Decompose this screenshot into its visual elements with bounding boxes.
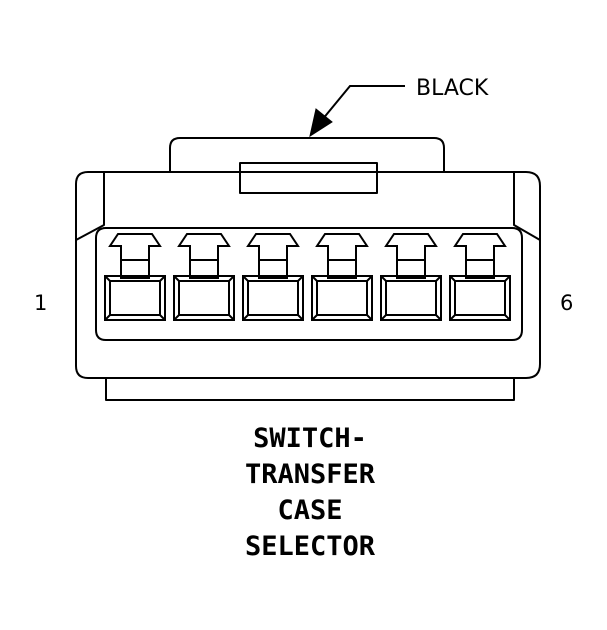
pin-terminal-2 bbox=[177, 233, 231, 279]
pin-cavity-1 bbox=[104, 275, 166, 321]
pin-terminal-6 bbox=[453, 233, 507, 279]
housing-ear-right bbox=[513, 172, 541, 241]
pin-cavity-inner-1 bbox=[109, 280, 161, 316]
pin-terminal-1 bbox=[108, 233, 162, 279]
pin-cavity-bevel-3 bbox=[242, 275, 304, 321]
connector-outline bbox=[75, 137, 541, 401]
title-line-1: SWITCH- bbox=[253, 423, 367, 454]
pin-cavity-2 bbox=[173, 275, 235, 321]
pin-terminal-5 bbox=[384, 233, 438, 279]
pin-label-first: 1 bbox=[34, 291, 47, 315]
pin-cavity-6 bbox=[449, 275, 511, 321]
pin-cavity-inner-3 bbox=[247, 280, 299, 316]
housing-ear-left bbox=[75, 172, 105, 241]
pin-cavities bbox=[104, 233, 511, 321]
pin-terminal-3 bbox=[246, 233, 300, 279]
color-label: BLACK bbox=[416, 76, 489, 101]
pin-cavity-inner-4 bbox=[316, 280, 368, 316]
color-callout: BLACK bbox=[309, 76, 489, 138]
pin-cavity-bevel-2 bbox=[173, 275, 235, 321]
housing-outer bbox=[75, 171, 541, 379]
housing-bottom-skirt bbox=[105, 378, 515, 401]
lock-window bbox=[239, 162, 378, 194]
pin-cavity-inner-5 bbox=[385, 280, 437, 316]
title-line-3: CASE bbox=[277, 495, 342, 526]
title-line-2: TRANSFER bbox=[245, 459, 376, 490]
housing-inner-face bbox=[95, 227, 523, 341]
pin-cavity-bevel-1 bbox=[104, 275, 166, 321]
pin-cavity-bevel-5 bbox=[380, 275, 442, 321]
latch-tab bbox=[169, 137, 445, 172]
pin-cavity-inner-2 bbox=[178, 280, 230, 316]
callout-arrowhead bbox=[309, 108, 333, 138]
callout-leader bbox=[321, 85, 405, 121]
pin-cavity-4 bbox=[311, 275, 373, 321]
pin-cavity-bevel-4 bbox=[311, 275, 373, 321]
pin-cavity-5 bbox=[380, 275, 442, 321]
component-title: SWITCH- TRANSFER CASE SELECTOR bbox=[245, 423, 376, 562]
pin-cavity-3 bbox=[242, 275, 304, 321]
title-line-4: SELECTOR bbox=[245, 531, 376, 562]
pin-cavity-inner-6 bbox=[454, 280, 506, 316]
pin-label-last: 6 bbox=[560, 291, 573, 315]
pin-cavity-bevel-6 bbox=[449, 275, 511, 321]
pin-terminal-4 bbox=[315, 233, 369, 279]
